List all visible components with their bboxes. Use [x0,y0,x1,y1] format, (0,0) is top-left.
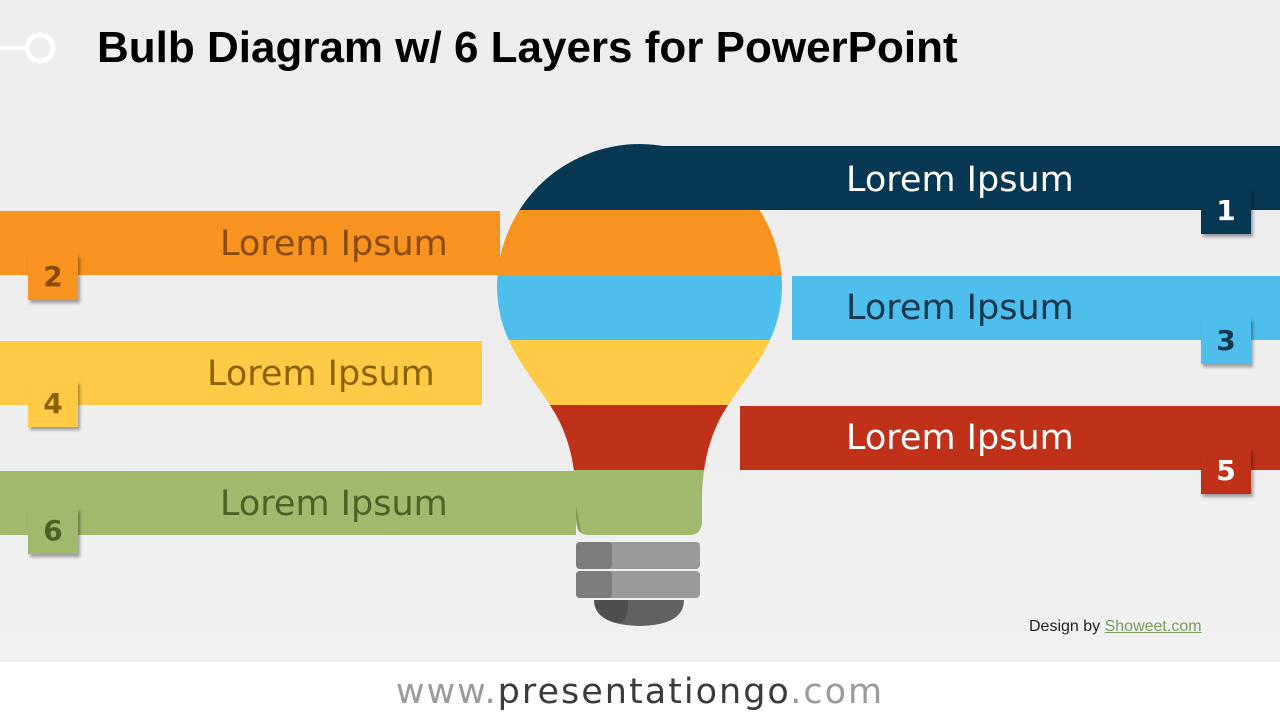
layer-1-number: 1 [1201,188,1251,234]
band-2 [0,211,500,275]
bulb-layer-2 [497,210,782,276]
layer-5-label: Lorem Ipsum [846,418,1074,458]
layer-4-label: Lorem Ipsum [207,354,435,394]
footer: www.presentationgo.com [0,662,1280,720]
footer-www: www. [395,672,498,712]
slide-title: Bulb Diagram w/ 6 Layers for PowerPoint [97,23,958,72]
bulb-base [576,542,700,626]
credit-link[interactable]: Showeet.com [1104,618,1202,635]
bulb-diagram [0,144,1280,626]
bulb-layer-3 [497,275,782,341]
layer-5-number: 5 [1201,448,1251,494]
layer-6-label: Lorem Ipsum [220,484,448,524]
band-5 [740,406,1280,470]
footer-domain: presentationgo [497,672,791,712]
footer-tld: .com [790,672,885,712]
band-3 [792,276,1280,340]
pin-icon [0,32,56,64]
band-4 [0,341,482,405]
layer-1-label: Lorem Ipsum [846,160,1074,200]
layer-6-number: 6 [28,508,78,554]
footer-url[interactable]: www.presentationgo.com [396,670,884,714]
layer-2-label: Lorem Ipsum [220,224,448,264]
bulb-layer-4 [497,340,782,406]
band-1 [640,146,1280,210]
layer-4-number: 4 [28,381,78,427]
slide: Bulb Diagram w/ 6 Layers for PowerPoint [0,23,1280,636]
band-6 [0,471,576,535]
design-credit: Design by Showeet.com [1029,618,1202,636]
layer-3-label: Lorem Ipsum [846,288,1074,328]
layer-2-number: 2 [28,254,78,300]
layer-3-number: 3 [1201,318,1251,364]
credit-prefix: Design by [1029,618,1101,635]
